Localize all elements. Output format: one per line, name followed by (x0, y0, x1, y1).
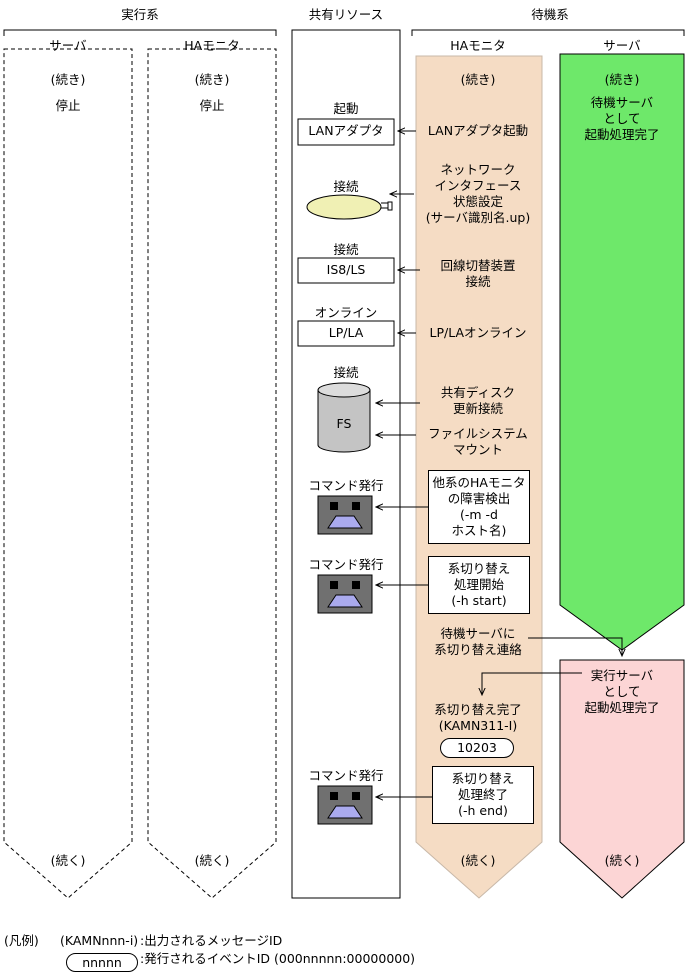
header-standby-system: 待機系 (531, 7, 569, 22)
ha-step: 回線切替装置 接続 (440, 258, 516, 289)
header-lines (3, 29, 685, 36)
resource-status-label: コマンド発行 (308, 478, 384, 493)
header-active-system: 実行系 (121, 7, 159, 22)
lp-la-shape (297, 320, 395, 347)
ha-step: 系切り替え完了 (KAMN311-I) (434, 702, 522, 733)
legend-message-sample: (KAMNnnn-i) (60, 933, 139, 948)
ha-step: LANアダプタ起動 (427, 123, 529, 138)
ha-step: LP/LAオンライン (429, 325, 527, 340)
resource-status-label: コマンド発行 (308, 768, 384, 783)
column-active-server: サーバ (49, 38, 87, 53)
resource-name-label: IS8/LS (326, 262, 366, 277)
arrows (376, 131, 622, 797)
resource-status-label: 起動 (333, 101, 359, 116)
terminal-icon (317, 495, 373, 535)
continued-bottom: (続く) (604, 853, 640, 868)
continued-bottom: (続く) (50, 853, 86, 868)
continued-bottom: (続く) (194, 853, 230, 868)
active-server-became-lane (559, 659, 685, 899)
continued-top: (続き) (194, 72, 230, 87)
active-ha-status: 停止 (199, 98, 225, 113)
ha-step-box: 系切り替え 処理終了 (-h end) (432, 766, 534, 824)
lan-adapter-shape (297, 118, 395, 146)
terminal-icon (317, 785, 373, 825)
shared-resources-lane (291, 29, 401, 899)
resource-name-label: LANアダプタ (308, 123, 384, 138)
ha-step-box: 系切り替え 処理開始 (-h start) (428, 556, 530, 614)
legend-message-desc: :出力されるメッセージID (140, 933, 283, 948)
standby-server-lane (559, 53, 685, 651)
resource-status-label: 接続 (333, 365, 359, 380)
resource-name-label: LP/LA (328, 325, 364, 340)
active-complete-text: 実行サーバ として 起動処理完了 (584, 668, 660, 715)
resource-status-label: 接続 (333, 179, 359, 194)
ha-step: ファイルシステム マウント (428, 426, 528, 457)
continued-bottom: (続く) (460, 853, 496, 868)
ha-step: 待機サーバに 系切り替え連絡 (434, 626, 522, 657)
legend-event-desc: :発行されるイベントID (000nnnnn:00000000) (140, 951, 416, 966)
resource-status-label: コマンド発行 (308, 557, 384, 572)
continued-top: (続き) (604, 72, 640, 87)
column-active-ha-monitor: HAモニタ (184, 38, 240, 53)
legend-event-badge: nnnnn (66, 953, 138, 972)
continued-top: (続き) (50, 72, 86, 87)
continued-top: (続き) (460, 72, 496, 87)
ha-step: 共有ディスク 更新接続 (440, 385, 516, 416)
event-id-badge: 10203 (440, 738, 514, 758)
terminal-icon (317, 574, 373, 614)
active-ha-lane (147, 48, 277, 899)
active-server-status: 停止 (55, 98, 81, 113)
resource-status-label: 接続 (333, 242, 359, 257)
active-server-lane (3, 48, 133, 899)
ha-step-box: 他系のHAモニタ の障害検出 (-m -d ホスト名) (428, 470, 530, 544)
header-shared-resources: 共有リソース (308, 7, 384, 22)
column-standby-server: サーバ (603, 38, 641, 53)
disk-icon (317, 382, 371, 453)
resource-status-label: オンライン (314, 305, 378, 320)
ha-step: ネットワーク インタフェース 状態設定 (サーバ識別名.up) (425, 162, 531, 225)
network-interface-icon (306, 194, 393, 220)
column-standby-ha-monitor: HAモニタ (450, 38, 506, 53)
legend-label: (凡例) (4, 933, 39, 948)
standby-complete-text: 待機サーバ として 起動処理完了 (584, 95, 660, 142)
resource-name-label: FS (336, 416, 352, 431)
is8-ls-shape (297, 257, 395, 284)
